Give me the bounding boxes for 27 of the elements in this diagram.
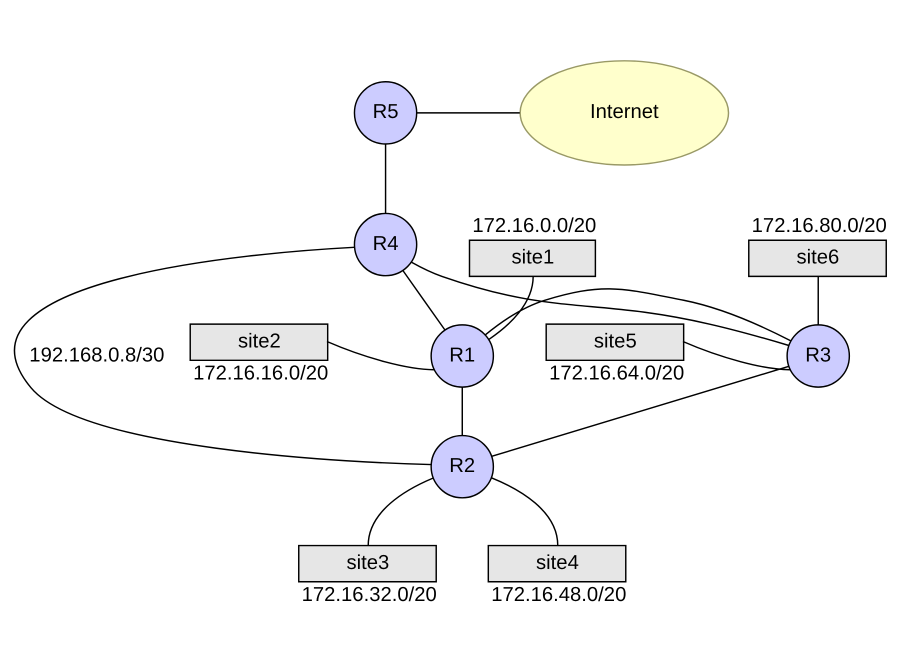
node-label: 172.16.48.0/20 (491, 584, 626, 606)
connector (367, 477, 434, 546)
connector (485, 288, 792, 342)
connector (818, 276, 819, 325)
node-circle: R1 (430, 324, 494, 388)
node-circle: R4 (354, 212, 418, 276)
connector (384, 144, 386, 214)
node-ellipse: Internet (519, 60, 730, 166)
edge-label: 192.168.0.8/30 (29, 344, 164, 366)
node-label: 172.16.32.0/20 (302, 584, 437, 606)
connector (491, 477, 558, 546)
connector (326, 340, 434, 370)
connector (462, 387, 463, 436)
node-label: 172.16.0.0/20 (472, 214, 596, 237)
connector (402, 270, 446, 330)
node-label: 172.16.16.0/20 (193, 362, 328, 384)
connector (491, 366, 789, 458)
node-circle: R2 (430, 434, 494, 499)
connector (15, 246, 432, 466)
node-label: 172.16.64.0/20 (549, 362, 684, 384)
node-circle: R3 (786, 324, 850, 388)
connector (488, 276, 534, 340)
connector (416, 112, 520, 114)
node-circle: R5 (354, 81, 418, 145)
node-label: 172.16.80.0/20 (752, 214, 887, 237)
connector (682, 340, 790, 370)
connector (411, 262, 789, 346)
